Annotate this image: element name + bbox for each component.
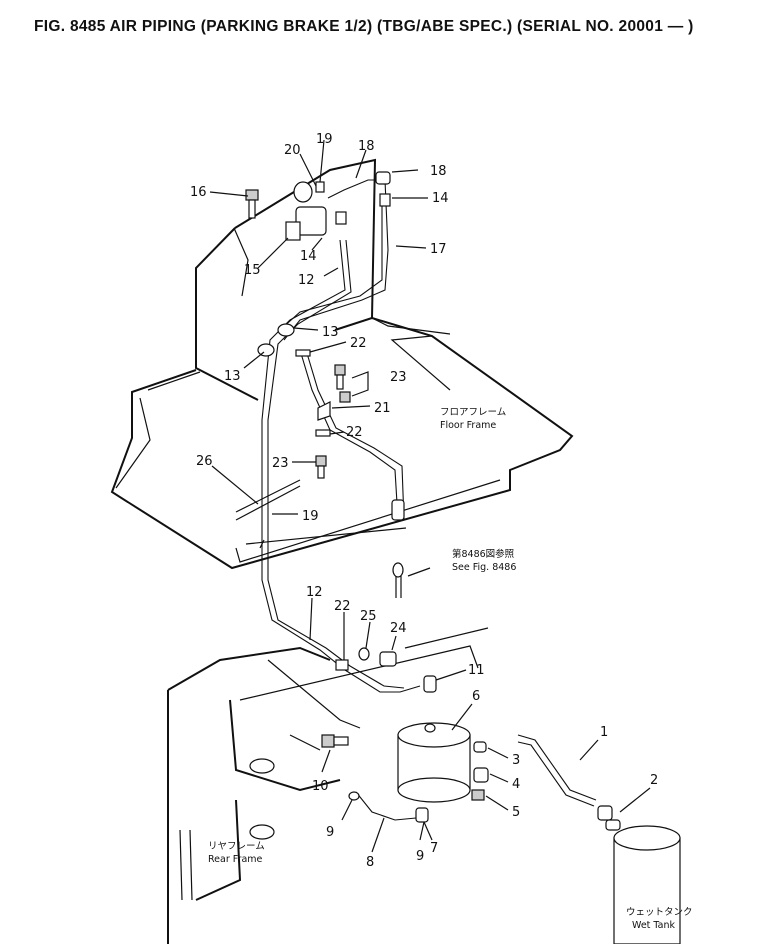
callout-10: 10 [312, 779, 329, 794]
clamp-22-b [315, 429, 331, 437]
bracket-21 [317, 401, 331, 421]
bolt-23-b [339, 391, 351, 403]
bolt-10 [321, 734, 335, 748]
rear-frame-label-jp: リヤフレーム [208, 841, 265, 852]
callout-7: 7 [430, 841, 438, 856]
text-labels: フロアフレーム Floor Frame 第8486図参照 See Fig. 84… [208, 407, 693, 931]
bolt-23-c [315, 455, 327, 467]
callout-20: 20 [284, 143, 301, 158]
fitting-3 [473, 741, 487, 753]
floor-frame-outline [110, 158, 574, 570]
callout-4: 4 [512, 777, 520, 792]
floor-frame-label-en: Floor Frame [440, 420, 496, 431]
parts [235, 171, 681, 944]
wet-tank-label-jp: ウェットタンク [626, 907, 693, 918]
bolt-23-a [334, 364, 346, 376]
clamp-22-c [335, 659, 349, 671]
fitting-2 [597, 805, 613, 821]
callout-3: 3 [512, 753, 520, 768]
clip-26 [235, 485, 301, 521]
valve-bracket [285, 221, 301, 241]
bolt-16 [245, 189, 259, 201]
pipe-end-fitting [391, 499, 405, 521]
callout-2: 2 [650, 773, 658, 788]
ring-9-left [348, 791, 360, 801]
callout-22-lower: 22 [334, 599, 351, 614]
bolt-23-c-shank [317, 465, 325, 479]
callout-1: 1 [600, 725, 608, 740]
callout-19-lower: 19 [302, 509, 319, 524]
callout-18-right: 18 [430, 164, 447, 179]
valve-knob [293, 181, 313, 203]
callout-26: 26 [196, 454, 213, 469]
fitting-24 [379, 651, 397, 667]
callout-25: 25 [360, 609, 377, 624]
callout-22-mid: 22 [346, 425, 363, 440]
bolt-23-a-shank [336, 374, 344, 390]
callout-18-top: 18 [358, 139, 375, 154]
fitting-18 [375, 171, 391, 185]
floor-frame-label-jp: フロアフレーム [440, 407, 506, 418]
see-fig-label-en: See Fig. 8486 [452, 562, 516, 573]
callout-23-right: 23 [390, 370, 407, 385]
plug-5 [471, 789, 485, 801]
callout-23-left: 23 [272, 456, 289, 471]
callout-14-right: 14 [432, 191, 449, 206]
see-fig-label-jp: 第8486図参照 [452, 548, 515, 560]
clamp-22-a [295, 349, 311, 357]
callout-17: 17 [430, 242, 447, 257]
drain-valve-7 [415, 807, 429, 823]
air-pipes [261, 179, 597, 821]
callout-12-lower: 12 [306, 585, 323, 600]
callout-15: 15 [244, 263, 261, 278]
bolt-10-shank [333, 736, 349, 746]
fitting-11 [423, 675, 437, 693]
callout-12-upper: 12 [298, 273, 315, 288]
clamp-13-upper [277, 323, 295, 337]
wet-tank-label-en: Wet Tank [632, 920, 675, 931]
callout-11: 11 [468, 663, 485, 678]
fitting-19-top [315, 181, 325, 193]
rear-frame-label-en: Rear Frame [208, 854, 263, 865]
leader-lines [209, 139, 651, 853]
fitting-14 [379, 193, 391, 207]
callout-8: 8 [366, 855, 374, 870]
callout-5: 5 [512, 805, 520, 820]
callout-13-left: 13 [224, 369, 241, 384]
washer-25 [358, 647, 370, 661]
callout-21: 21 [374, 401, 391, 416]
callout-9-right: 9 [416, 849, 424, 864]
callout-24: 24 [390, 621, 407, 636]
rear-frame-outline [167, 627, 489, 944]
callout-numbers: 1 2 3 4 5 6 7 8 9 9 10 11 12 12 13 13 14… [190, 132, 658, 870]
callout-9-left: 9 [326, 825, 334, 840]
callout-22-upper: 22 [350, 336, 367, 351]
callout-6: 6 [472, 689, 480, 704]
bolt-16-shank [248, 199, 256, 219]
brake-valve [295, 206, 327, 236]
fitting-14-left [335, 211, 347, 225]
figure-title: FIG. 8485 AIR PIPING (PARKING BRAKE 1/2)… [34, 18, 694, 35]
callout-19-top: 19 [316, 132, 333, 147]
see-fig-part [392, 562, 404, 578]
fitting-4 [473, 767, 489, 783]
callout-16: 16 [190, 185, 207, 200]
callout-13-right: 13 [322, 325, 339, 340]
callout-14-left: 14 [300, 249, 317, 264]
